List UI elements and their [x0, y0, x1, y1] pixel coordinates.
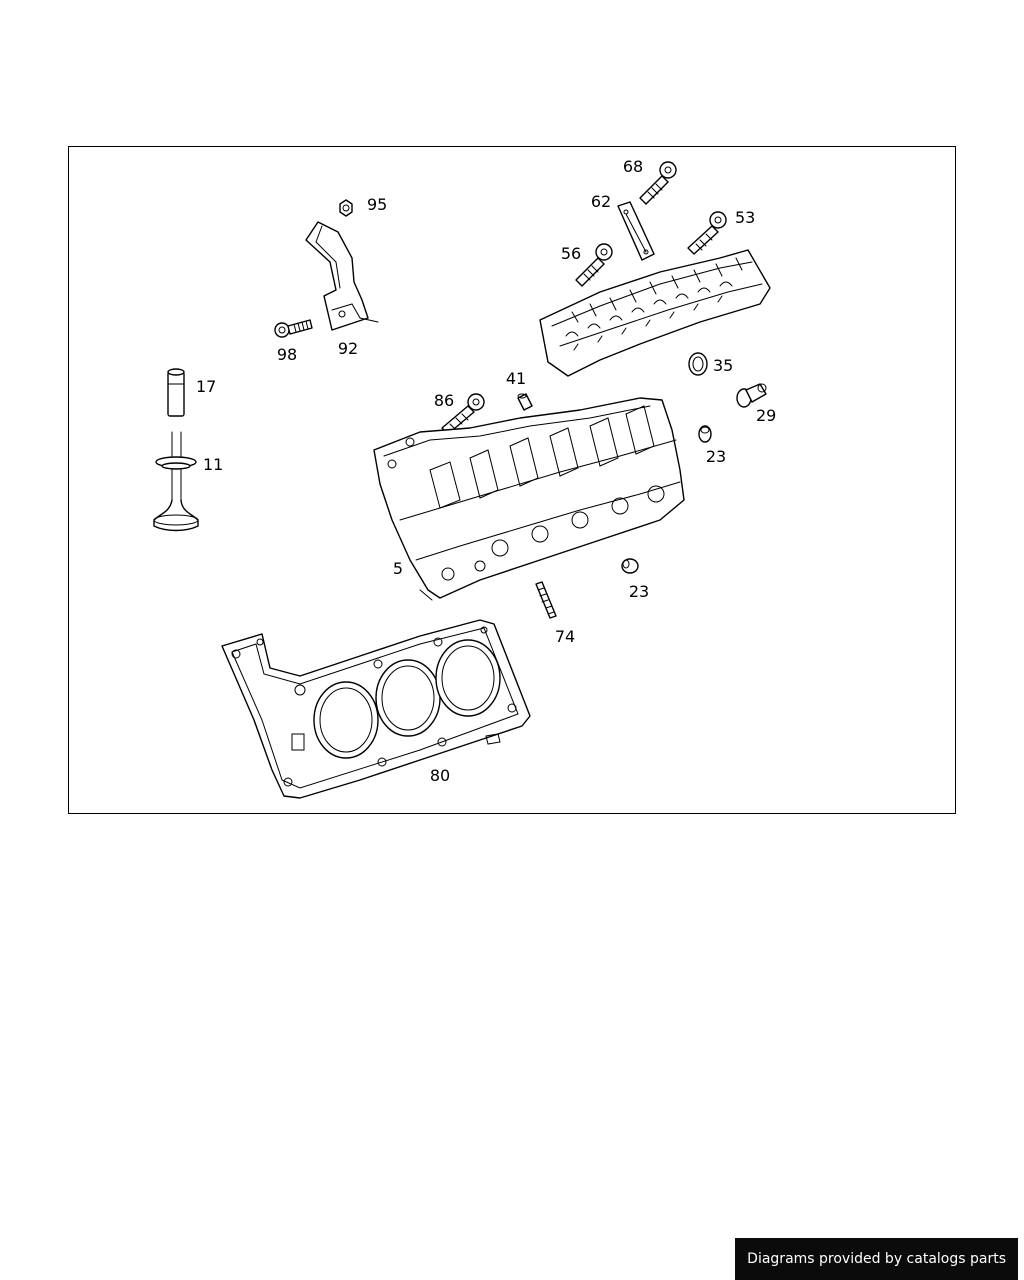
camshaft-carrier	[539, 249, 771, 377]
credit-badge: Diagrams provided by catalogs parts	[735, 1238, 1018, 1280]
callout-23-upper: 23	[706, 447, 726, 466]
stud-74	[535, 581, 557, 619]
callout-98: 98	[277, 345, 297, 364]
callout-74: 74	[555, 627, 575, 646]
valve-11	[153, 431, 199, 532]
callout-92: 92	[338, 339, 358, 358]
cylinder-head-5	[373, 397, 685, 601]
callout-29: 29	[756, 406, 776, 425]
callout-5: 5	[393, 559, 403, 578]
callout-35: 35	[713, 356, 733, 375]
callout-56: 56	[561, 244, 581, 263]
callout-41: 41	[506, 369, 526, 388]
credit-text: Diagrams provided by catalogs parts	[747, 1251, 1006, 1267]
plate-62	[617, 201, 655, 261]
bolt-53	[687, 211, 727, 255]
valve-guide-17	[167, 368, 185, 417]
nut-95	[339, 199, 353, 217]
seal-ring-35	[688, 352, 708, 376]
callout-62: 62	[591, 192, 611, 211]
bracket-92	[305, 221, 379, 331]
bolt-98	[274, 319, 313, 338]
head-gasket-80	[221, 619, 531, 799]
callout-86: 86	[434, 391, 454, 410]
callout-17: 17	[196, 377, 216, 396]
callout-53: 53	[735, 208, 755, 227]
callout-80: 80	[430, 766, 450, 785]
diagram-frame	[68, 146, 956, 814]
plug-23-lower	[621, 558, 639, 574]
bolt-68	[639, 161, 677, 205]
callout-95: 95	[367, 195, 387, 214]
bolt-56	[575, 243, 613, 287]
plug-29	[736, 383, 767, 408]
callout-68: 68	[623, 157, 643, 176]
plug-23-upper	[698, 425, 712, 443]
dowel-41	[517, 393, 533, 411]
callout-23-lower: 23	[629, 582, 649, 601]
callout-11: 11	[203, 455, 223, 474]
